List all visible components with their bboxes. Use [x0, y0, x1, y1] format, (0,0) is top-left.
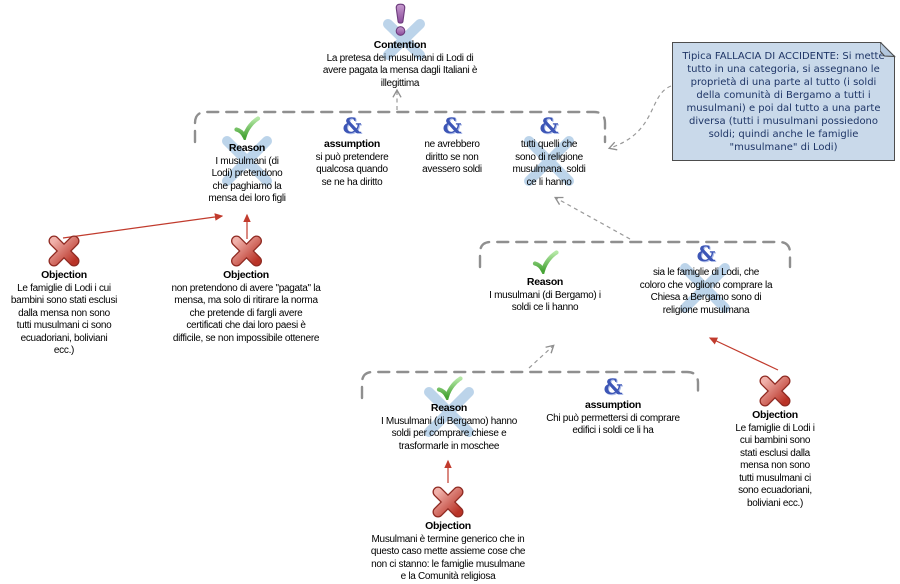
check-icon: [435, 376, 463, 400]
objection3-text: Le famiglie di Lodi i cui bambini sono s…: [735, 422, 815, 509]
note-fold-corner-icon: [879, 41, 896, 57]
exclamation-icon: [395, 3, 405, 36]
ampersand-icon: &: [603, 374, 623, 399]
fallacy-note[interactable]: Tipica FALLACIA DI ACCIDENTE: Si mette t…: [672, 41, 896, 161]
rejected-x-watermark: [222, 136, 272, 186]
premise-group-3-bracket: [360, 370, 700, 400]
copremise2-text: tutti quelli che sono di religione musul…: [512, 139, 586, 188]
check-icon: [233, 116, 261, 140]
assumption1-label: assumption: [324, 138, 380, 150]
ampersand-icon: &: [342, 113, 362, 138]
fallacy-note-text: Tipica FALLACIA DI ACCIDENTE: Si mette t…: [682, 51, 885, 153]
contention-node[interactable]: Contention La pretesa dei musulmani di L…: [303, 3, 498, 90]
assumption2-text: Chi può permettersi di comprare edifici …: [546, 412, 680, 437]
rejected-x-watermark: [524, 136, 574, 186]
reason2-text: I musulmani (di Bergamo) i soldi ce li h…: [489, 289, 601, 314]
copremise3-text: sia le famiglie di Lodi, che coloro che …: [639, 267, 773, 316]
ampersand-icon: &: [539, 113, 559, 138]
objection3-label: Objection: [752, 409, 798, 421]
assumption1-node[interactable]: & assumption si può pretendere qualcosa …: [302, 113, 402, 189]
reason3-text: I Musulmani (di Bergamo) hanno soldi per…: [380, 415, 518, 452]
assumption1-text: si può pretendere qualcosa quando se ne …: [315, 151, 389, 188]
objection2-node[interactable]: Objection non pretendono di avere "pagat…: [154, 235, 339, 345]
objection2-label: Objection: [223, 269, 269, 281]
reason1-text: I musulmani (di Lodi) pretendono che pag…: [208, 155, 286, 205]
note-to-copremise2-connector: [607, 85, 672, 151]
premise-group-1-bracket: [193, 110, 607, 144]
objection4-node[interactable]: Objection Musulmani è termine generico c…: [353, 486, 543, 584]
group3-to-group2-connector: [528, 344, 555, 369]
objection1-arrow: [62, 213, 224, 239]
copremise1-node[interactable]: & ne avrebbero diritto se non avessero s…: [410, 113, 495, 177]
objection1-node[interactable]: Objection Le famiglie di Lodi i cui bamb…: [0, 235, 131, 358]
ampersand-icon: &: [696, 241, 716, 266]
cross-icon: [759, 375, 791, 407]
objection4-text: Musulmani è termine generico che in ques…: [370, 533, 526, 583]
premise-group-2-bracket: [478, 240, 792, 269]
group2-to-copremise2-connector: [554, 196, 631, 240]
objection1-label: Objection: [41, 269, 87, 281]
rejected-x-watermark: [680, 263, 730, 313]
cross-icon: [432, 486, 464, 518]
objection1-text: Le famiglie di Lodi i cui bambini sono s…: [10, 282, 118, 357]
reason1-label: Reason: [228, 142, 266, 154]
cross-icon: [48, 235, 80, 267]
objection4-label: Objection: [425, 520, 471, 532]
reason3-node[interactable]: Reason I Musulmani (di Bergamo) hanno so…: [367, 376, 532, 453]
cross-icon: [230, 235, 262, 267]
reason1-node[interactable]: Reason I musulmani (di Lodi) pretendono …: [192, 116, 302, 206]
copremise3-node[interactable]: & sia le famiglie di Lodi, che coloro ch…: [621, 241, 791, 317]
assumption2-node[interactable]: & assumption Chi può permettersi di comp…: [528, 374, 698, 438]
check-icon: [531, 250, 559, 274]
objection3-node[interactable]: Objection Le famiglie di Lodi i cui bamb…: [716, 375, 834, 510]
contention-text: La pretesa dei musulmani di Lodi di aver…: [322, 52, 478, 89]
objection2-text: non pretendono di avere "pagata" la mens…: [171, 282, 321, 344]
rejected-x-watermark: [424, 387, 474, 437]
ampersand-icon: &: [442, 113, 462, 138]
reason2-label: Reason: [526, 276, 564, 288]
reason2-node[interactable]: Reason I musulmani (di Bergamo) i soldi …: [473, 250, 618, 315]
copremise1-text: ne avrebbero diritto se non avessero sol…: [422, 139, 482, 175]
objection3-arrow: [708, 337, 779, 371]
assumption2-label: assumption: [585, 399, 641, 411]
rejected-x-watermark: [383, 19, 425, 60]
copremise2-node[interactable]: & tutti quelli che sono di religione mus…: [499, 113, 599, 189]
reason3-label: Reason: [430, 402, 468, 414]
contention-label: Contention: [373, 39, 427, 51]
